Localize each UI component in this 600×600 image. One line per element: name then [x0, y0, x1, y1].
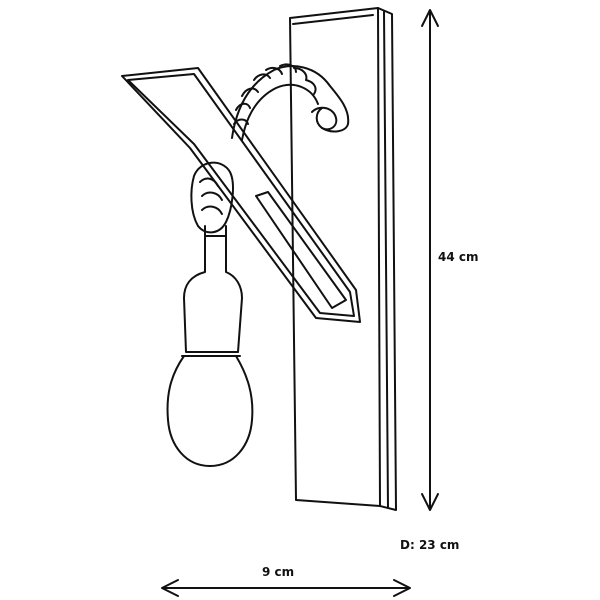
socket-holder — [190, 161, 234, 237]
depth-label: D: 23 cm — [400, 538, 460, 552]
height-label: 44 cm — [438, 250, 479, 264]
bulb — [166, 235, 254, 467]
width-label: 9 cm — [262, 565, 295, 579]
rope-bracket — [231, 63, 350, 141]
back-plate — [289, 7, 397, 511]
height-dimension — [421, 9, 439, 511]
diagonal-arm — [121, 67, 361, 323]
width-dimension — [161, 579, 411, 597]
